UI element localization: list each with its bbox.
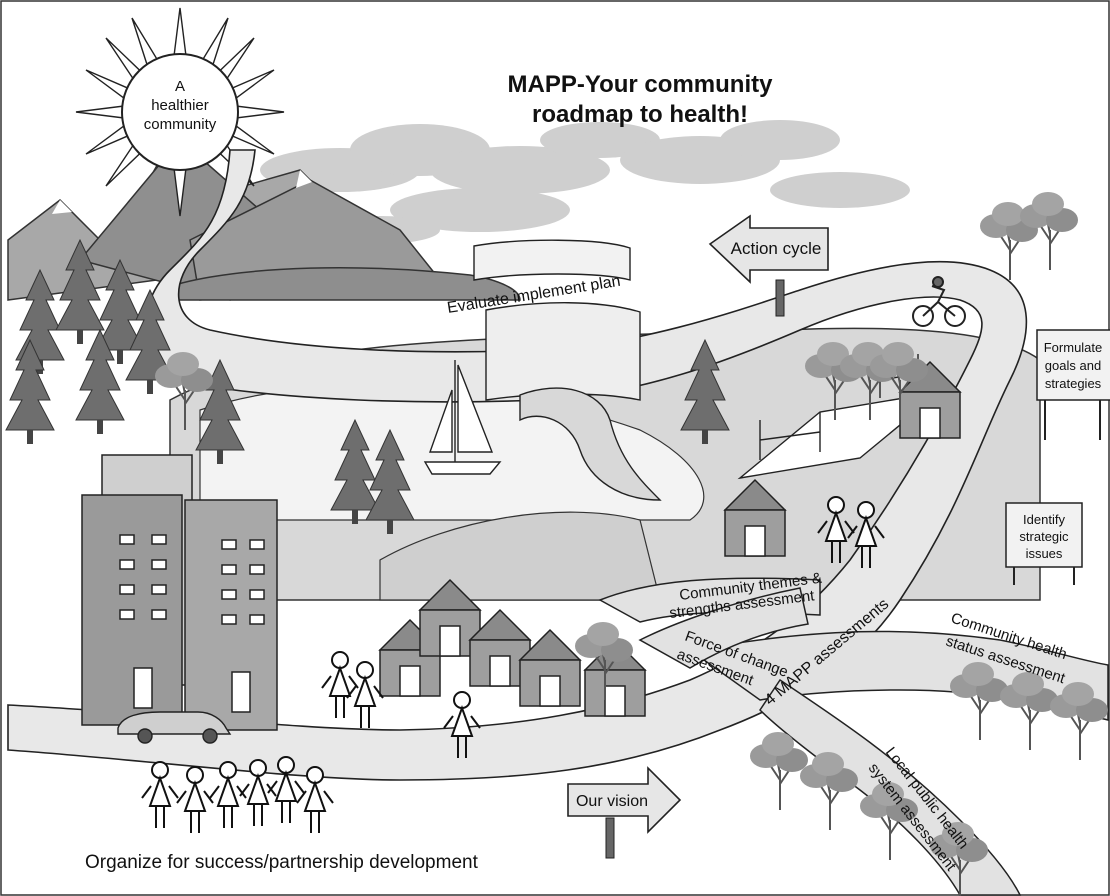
- title-line2: roadmap to health!: [532, 101, 748, 128]
- our-vision-label: Our vision: [576, 793, 648, 810]
- formulate-line1: Formulate: [1044, 340, 1103, 355]
- formulate-line3: strategies: [1045, 376, 1102, 391]
- sun-label-line2: healthier: [151, 97, 209, 114]
- identify-sign: [1005, 502, 1083, 585]
- title-line1: MAPP-Your community: [508, 71, 774, 98]
- organize-label: Organize for success/partnership develop…: [85, 852, 479, 873]
- sun-icon: [75, 7, 285, 217]
- action-cycle-label: Action cycle: [731, 239, 822, 258]
- identify-line2: strategic: [1019, 529, 1069, 544]
- car-icon: [117, 711, 232, 744]
- sailboat-icon: [423, 360, 502, 475]
- our-vision-sign: [567, 766, 682, 859]
- sun-label-line3: community: [144, 116, 217, 133]
- identify-line1: Identify: [1023, 512, 1065, 527]
- formulate-line2: goals and: [1045, 358, 1101, 373]
- stone-wall: [473, 239, 662, 501]
- formulate-sign: [1036, 329, 1110, 440]
- action-cycle-sign: [708, 214, 829, 317]
- sun-label-line1: A: [175, 78, 185, 95]
- apartment-buildings: [81, 454, 278, 731]
- identify-line3: issues: [1026, 546, 1063, 561]
- cyclist-icon: [912, 276, 966, 327]
